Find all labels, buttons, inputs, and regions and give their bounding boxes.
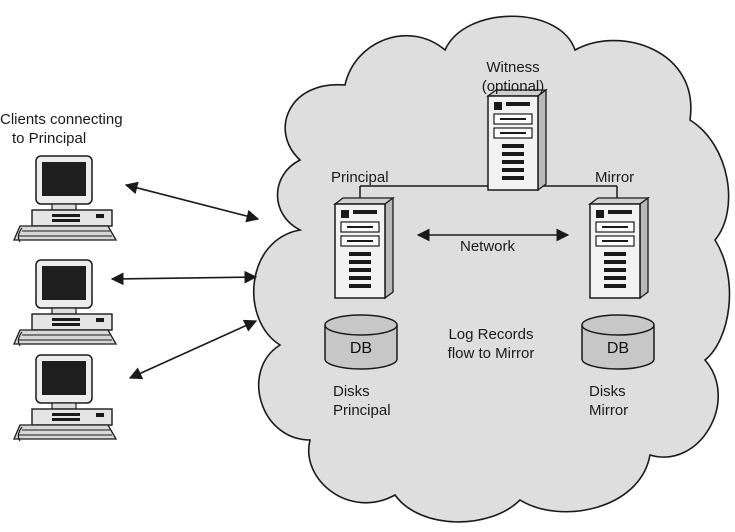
- mirror-disks-line1: Disks: [589, 383, 626, 400]
- network-label: Network: [460, 238, 516, 255]
- principal-db-label: DB: [349, 340, 373, 357]
- witness-label-line1: Witness: [486, 59, 540, 76]
- principal-disks-line1: Disks: [333, 383, 370, 400]
- client-2-arrow: [110, 270, 258, 286]
- principal-disks-label: Disks Principal: [333, 382, 391, 420]
- principal-label: Principal: [331, 169, 389, 186]
- mirror-db-label: DB: [606, 340, 630, 357]
- mirror-server-icon: [589, 197, 649, 299]
- mirror-disks-line2: Mirror: [589, 402, 629, 419]
- principal-disks-line2: Principal: [333, 402, 391, 419]
- clients-title-line1: Clients connecting: [0, 111, 123, 128]
- witness-label-line2: (optional): [481, 78, 545, 95]
- log-records-line2: flow to Mirror: [447, 345, 535, 362]
- log-records-line1: Log Records: [448, 326, 534, 343]
- client-computer-3-icon: [13, 354, 117, 442]
- client-3-arrow: [128, 319, 258, 380]
- principal-server-icon: [334, 197, 394, 299]
- witness-server-icon: [487, 89, 547, 191]
- witness-label: Witness (optional): [470, 58, 556, 96]
- client-computer-2-icon: [13, 259, 117, 347]
- network-cloud: [252, 15, 731, 523]
- log-records-label: Log Records flow to Mirror: [436, 325, 546, 363]
- mirror-label: Mirror: [595, 169, 635, 186]
- client-1-arrow: [124, 181, 260, 223]
- client-computer-1-icon: [13, 155, 117, 243]
- mirror-disks-label: Disks Mirror: [589, 382, 628, 420]
- clients-title-line2: to Principal: [12, 130, 87, 147]
- clients-title: Clients connecting to Principal: [0, 110, 123, 148]
